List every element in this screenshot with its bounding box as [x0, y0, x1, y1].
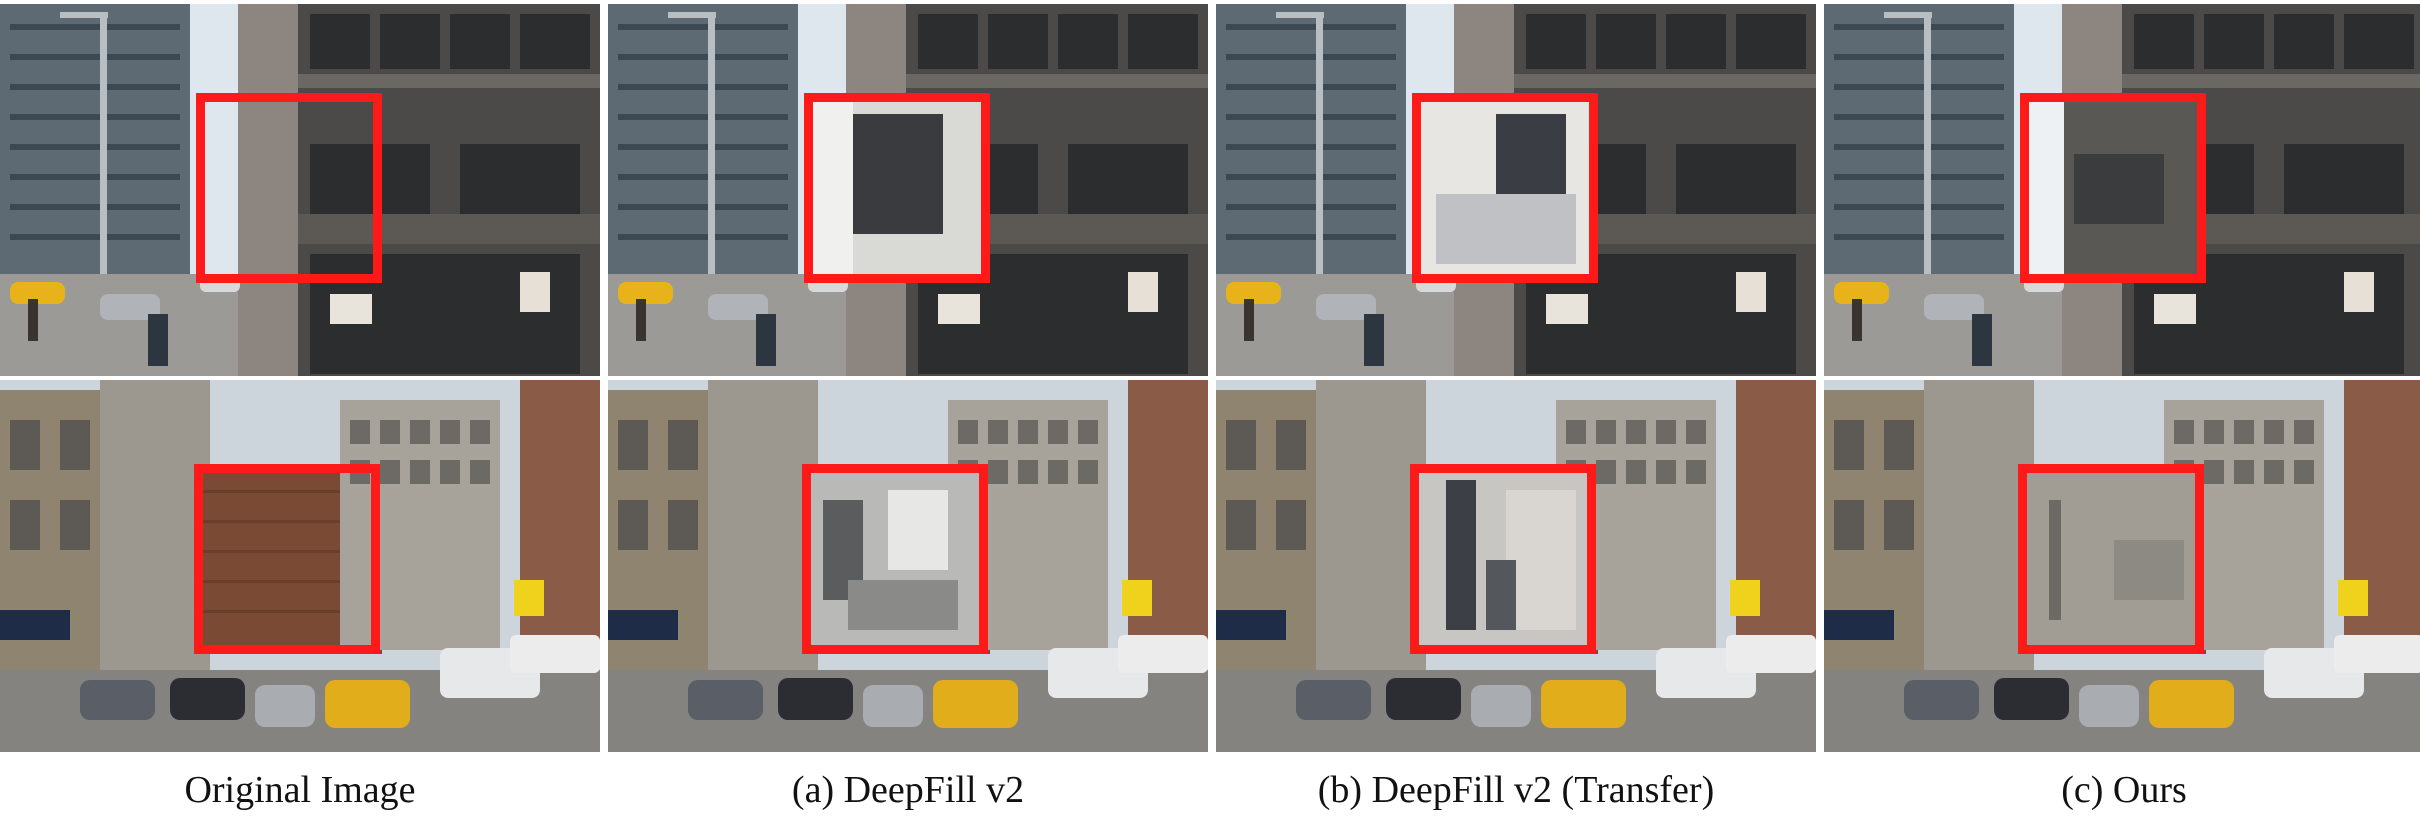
- mask-box: [804, 93, 990, 283]
- mask-box: [1410, 464, 1596, 654]
- comparison-grid: [0, 4, 2420, 752]
- caption-ours: (c) Ours: [2061, 769, 2187, 811]
- mask-box: [1412, 93, 1598, 283]
- deepfill-v2-transfer-result-top: [1216, 4, 1816, 376]
- caption-original: Original Image: [184, 769, 416, 811]
- mask-box: [802, 464, 988, 654]
- deepfill-v2-transfer-result-bottom: [1216, 380, 1816, 752]
- caption-deepfill-v2-transfer: (b) DeepFill v2 (Transfer): [1317, 769, 1715, 811]
- mask-box: [194, 464, 380, 654]
- deepfill-v2-result-top: [608, 4, 1208, 376]
- deepfill-v2-result-bottom: [608, 380, 1208, 752]
- mask-box: [2020, 93, 2206, 283]
- ours-result-bottom: [1824, 380, 2420, 752]
- mask-box: [2018, 464, 2204, 654]
- original-image-top: [0, 4, 600, 376]
- ours-result-top: [1824, 4, 2420, 376]
- caption-deepfill-v2: (a) DeepFill v2: [791, 769, 1025, 811]
- mask-box: [196, 93, 382, 283]
- original-image-bottom: [0, 380, 600, 752]
